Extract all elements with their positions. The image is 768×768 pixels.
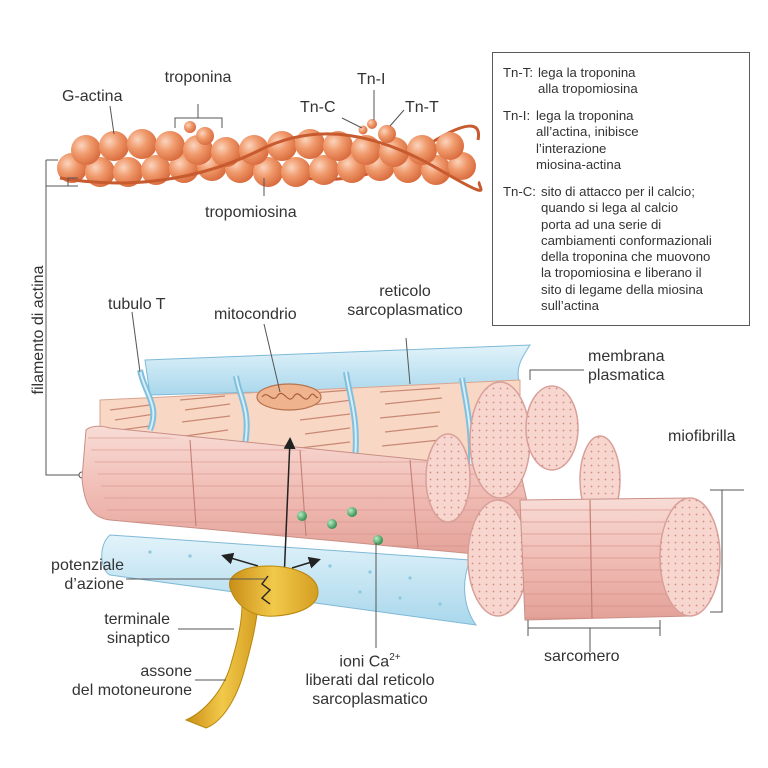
label-action-potential: potenziale d’azione [51, 557, 124, 593]
action-potential-arrows [221, 437, 321, 581]
label-tropomyosin: tropomiosina [205, 204, 297, 221]
legend-text-tnt: lega la troponina alla tropomiosina [538, 65, 638, 97]
mitochondrion [256, 383, 322, 411]
troponin-complex-2 [358, 119, 396, 143]
label-synaptic-terminal: terminale sinaptico [104, 611, 170, 647]
troponin-complex-1 [184, 121, 214, 145]
legend-key-tnt: Tn-T: [503, 65, 534, 80]
actin-link-line [45, 186, 82, 476]
label-tn-i: Tn-I [357, 71, 386, 88]
actin-filament [45, 90, 483, 196]
legend-key-tnc: Tn-C: [503, 184, 536, 199]
calcium-ions [297, 507, 383, 545]
label-calcium-ions: ioni Ca2+ liberati dal reticolo sarcopla… [305, 652, 435, 709]
legend-key-tni: Tn-I: [503, 108, 531, 123]
axon [184, 604, 259, 729]
troponin-legend: Tn-T: lega la troponina alla tropomiosin… [492, 52, 750, 326]
label-g-actin: G-actina [62, 88, 123, 105]
legend-text-tnc: sito di attacco per il calcio; quando si… [541, 184, 712, 314]
label-sarcomere: sarcomero [544, 648, 620, 665]
tropomyosin-front [59, 132, 483, 192]
label-troponin: troponina [164, 69, 232, 86]
myofibril [519, 497, 721, 621]
label-tn-c: Tn-C [300, 99, 336, 116]
label-plasma-membrane: membrana plasmatica [588, 348, 665, 384]
label-mitochondrion: mitocondrio [214, 306, 297, 323]
legend-text-tni: lega la troponina all’actina, inibisce l… [536, 108, 639, 172]
label-sarcoplasmic-reticulum: reticolo sarcoplasmatico [347, 283, 463, 319]
leader-lines [126, 311, 744, 681]
label-motor-neuron-axon: assone del motoneurone [71, 663, 192, 699]
label-t-tubule: tubulo T [108, 296, 166, 313]
label-tn-t: Tn-T [405, 99, 439, 116]
label-myofibril: miofibrilla [668, 428, 736, 445]
label-actin-filament: filamento di actina [30, 265, 47, 395]
muscle-fiber [81, 344, 721, 626]
z-lines [189, 439, 419, 549]
